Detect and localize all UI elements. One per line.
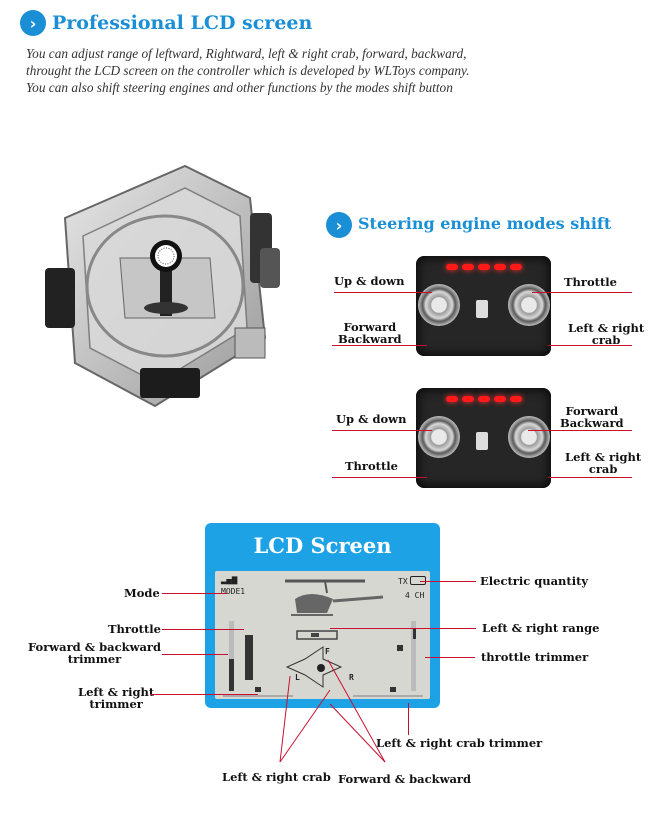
callout-lr-range: Left & right range (482, 621, 600, 635)
signal-icon: ▂▄▆ (221, 575, 238, 585)
section-title-steering: Steering engine modes shift (358, 214, 612, 233)
lcd-f-text: F (325, 647, 330, 656)
callout-mode: Mode (124, 586, 160, 600)
lcd-l-text: L (295, 673, 300, 682)
label-mode2-forward-backward: Forward Backward (560, 404, 624, 430)
lcd-tx-text: TX (398, 577, 408, 586)
callout-lr-crab-trimmer: Left & right crab trimmer (376, 736, 543, 750)
lcd-title: LCD Screen (253, 533, 392, 558)
callout-fb-trimmer: Forward & backward trimmer (28, 640, 162, 666)
chevron-right-icon: › (326, 212, 352, 238)
callout-throttle-trimmer: throttle trimmer (481, 650, 589, 664)
label-mode2-throttle: Throttle (345, 459, 398, 473)
right-stick-icon (508, 284, 550, 326)
lcd-channels-text: 4 CH (405, 591, 425, 600)
gimbal-image (45, 164, 280, 408)
chevron-right-icon: › (20, 10, 46, 36)
section-title-lcd: Professional LCD screen (52, 12, 313, 34)
left-stick-icon (418, 416, 460, 458)
callout-electric-quantity: Electric quantity (480, 574, 589, 588)
lcd-display: ▂▄▆ MODE1 TX 4 CH F L R (215, 571, 430, 699)
label-mode2-left-right-crab: Left & right crab (565, 450, 642, 476)
callout-lr-trimmer: Left & right trimmer (78, 685, 155, 711)
intro-line-3: You can also shift steering engines and … (26, 80, 453, 95)
lcd-mode-text: MODE1 (221, 587, 246, 596)
controller-image-mode2 (416, 388, 551, 488)
intro-text: You can adjust range of leftward, Rightw… (26, 45, 636, 96)
lcd-screen-panel: LCD Screen ▂▄▆ MODE1 TX 4 CH (205, 523, 440, 708)
label-mode1-forward-backward: Forward Backward (338, 320, 402, 346)
callout-throttle: Throttle (108, 622, 161, 636)
lcd-r-text: R (349, 673, 354, 682)
controller-image-mode1 (416, 256, 551, 356)
right-stick-icon (508, 416, 550, 458)
callout-lr-crab: Left & right crab (222, 770, 331, 784)
intro-line-1: You can adjust range of leftward, Rightw… (26, 46, 467, 61)
callout-forward-backward: Forward & backward (338, 772, 472, 786)
battery-icon (410, 576, 426, 585)
intro-line-2: throught the LCD screen on the controlle… (26, 63, 470, 78)
label-mode1-left-right-crab: Left & right crab (568, 321, 645, 347)
label-mode2-up-down: Up & down (336, 412, 407, 426)
label-mode1-up-down: Up & down (334, 274, 405, 288)
helicopter-icon (223, 579, 423, 697)
label-mode1-throttle: Throttle (564, 275, 617, 289)
left-stick-icon (418, 284, 460, 326)
